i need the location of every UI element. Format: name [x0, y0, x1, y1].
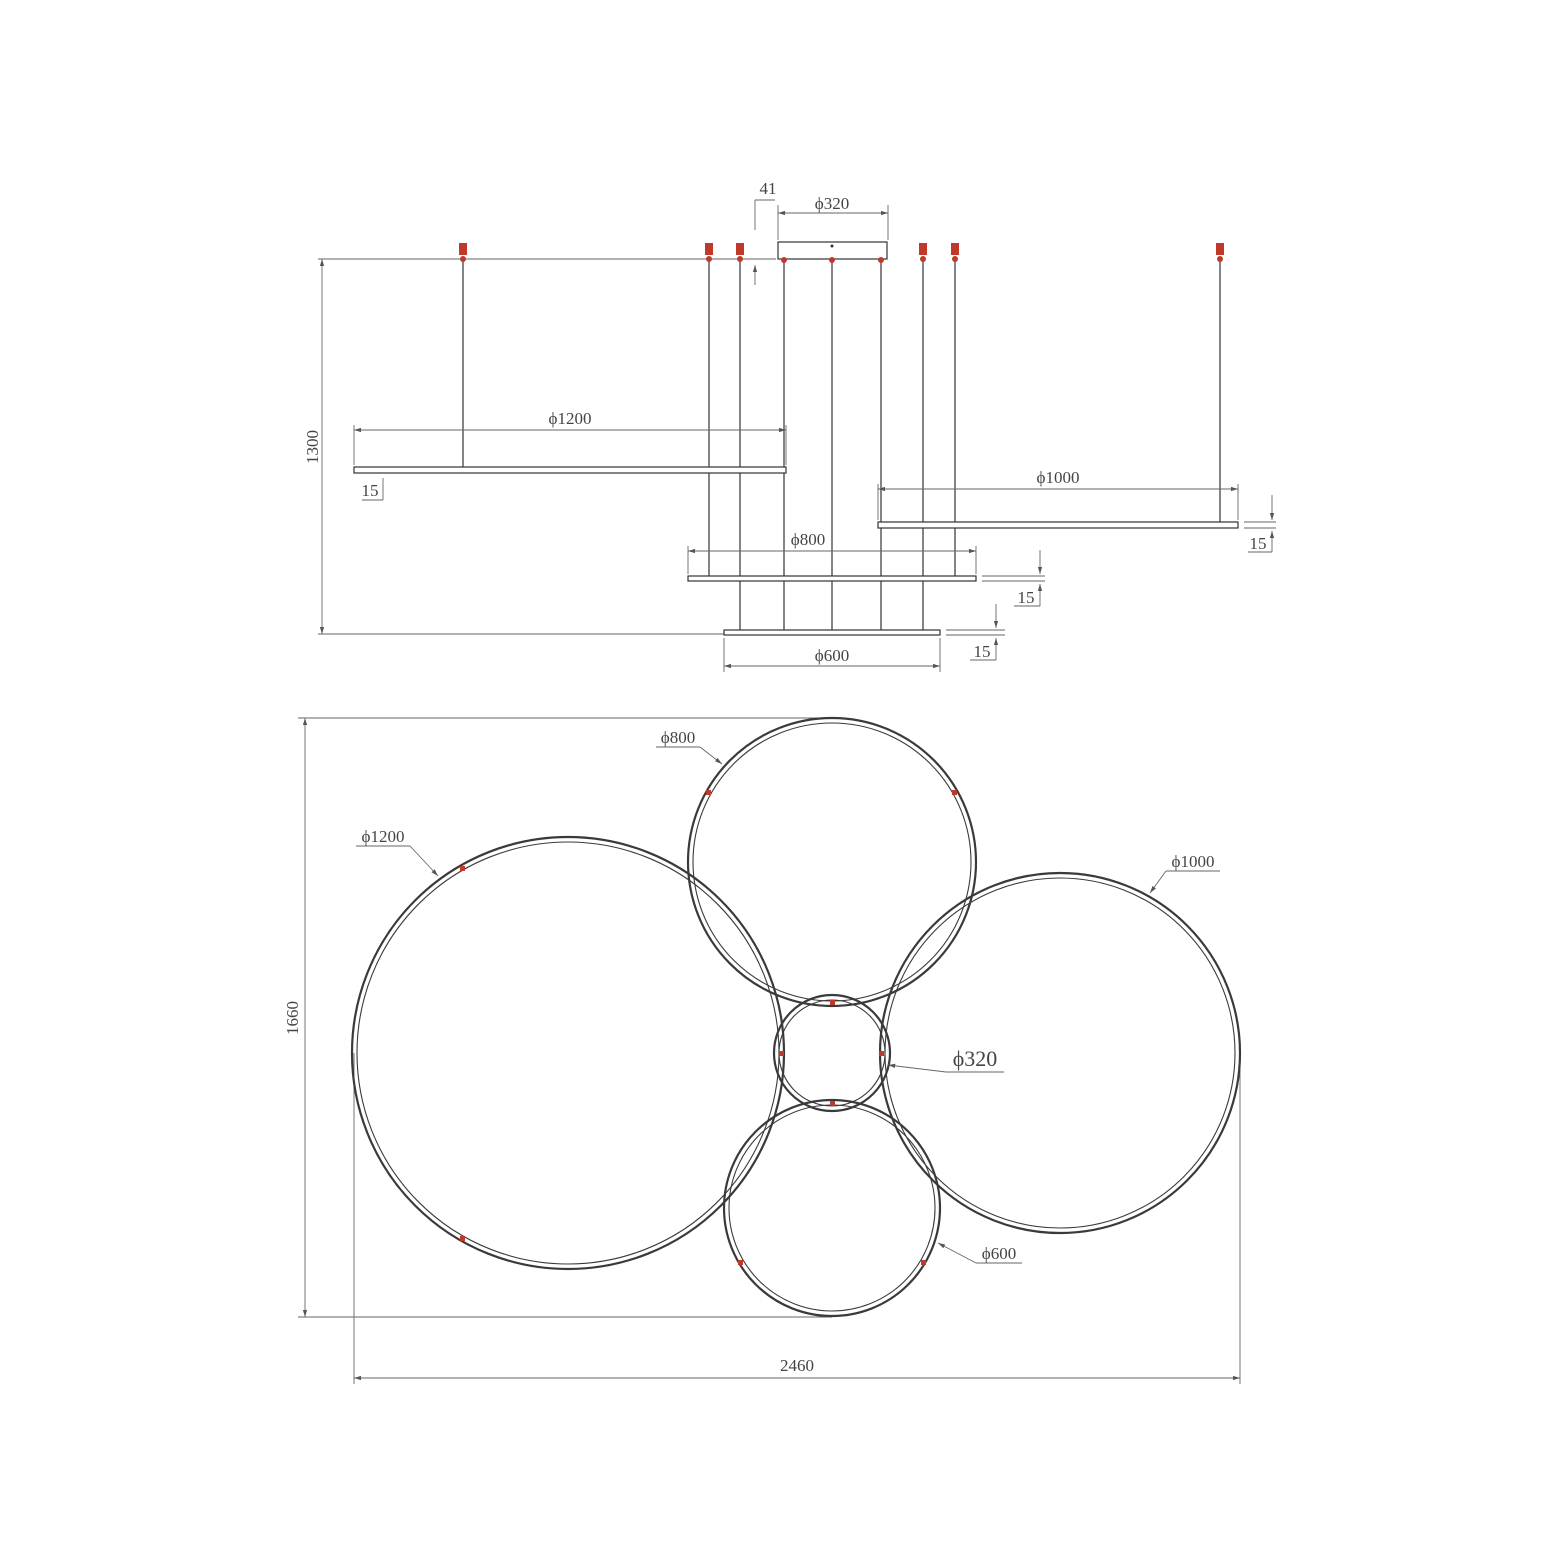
attachment-point-icon [460, 1236, 465, 1241]
attachment-point-icon [921, 1260, 926, 1265]
thickness-600-label: 15 [974, 642, 991, 661]
attachment-points [460, 790, 957, 1265]
ring-600-top-label: ϕ600 [982, 1244, 1016, 1263]
ring-600-side: ϕ600 15 [723, 604, 1005, 672]
attachment-point-icon [738, 1260, 743, 1265]
side-view: ϕ320 41 1300 [303, 179, 1276, 672]
attachment-point-icon [830, 1101, 835, 1106]
overall-height-label: 1300 [303, 430, 322, 464]
top-view: 1660 2460 [283, 716, 1242, 1384]
ceiling-clip-icon [705, 243, 713, 262]
canopy [777, 241, 888, 260]
ceiling-clip-icon [878, 257, 884, 263]
canopy-gap-dimension: 41 [745, 179, 777, 285]
canopy-diameter-dimension: ϕ320 [777, 194, 889, 240]
overall-height-dimension: 1300 [303, 259, 724, 635]
leader-1000: ϕ1000 [1149, 852, 1220, 894]
ring-320-top [772, 993, 892, 1113]
ring-1200-top-label: ϕ1200 [362, 827, 405, 846]
ceiling-clip-icon [951, 243, 959, 262]
ring-320-top-label: ϕ320 [953, 1046, 998, 1071]
overall-width-label: 2460 [780, 1356, 814, 1375]
thickness-1000-label: 15 [1250, 534, 1267, 553]
ceiling-clip-icon [459, 243, 467, 262]
ring-800-top [686, 716, 978, 1008]
attachment-point-icon [706, 790, 711, 795]
attachment-point-icon [952, 790, 957, 795]
ring-800-top-label: ϕ800 [661, 728, 695, 747]
canopy-gap-label: 41 [760, 179, 777, 198]
thickness-1200-label: 15 [362, 481, 379, 500]
ring-600-side-label: ϕ600 [815, 646, 849, 665]
ring-800-side-label: ϕ800 [791, 530, 825, 549]
leader-320: ϕ320 [887, 1046, 1004, 1073]
ceiling-clips [459, 243, 1224, 263]
ring-1200-side-label: ϕ1200 [549, 409, 592, 428]
ceiling-clip-icon [736, 243, 744, 262]
leader-600: ϕ600 [937, 1242, 1022, 1264]
ceiling-clip-icon [919, 243, 927, 262]
ring-1000-side: ϕ1000 15 [877, 468, 1276, 553]
attachment-point-icon [879, 1051, 884, 1056]
ring-600-top [722, 1098, 942, 1318]
attachment-point-icon [830, 1000, 835, 1005]
overall-depth-label: 1660 [283, 1001, 302, 1035]
overall-depth-dimension: 1660 [283, 717, 832, 1318]
attachment-point-icon [460, 866, 465, 871]
leader-800: ϕ800 [656, 728, 723, 765]
ring-1000-side-label: ϕ1000 [1037, 468, 1080, 487]
ring-800-side: ϕ800 15 [687, 530, 1045, 607]
overall-width-dimension: 2460 [353, 1053, 1241, 1384]
canopy-diameter-label: ϕ320 [815, 194, 849, 213]
leader-1200: ϕ1200 [356, 827, 439, 877]
ring-1200-top [350, 835, 786, 1271]
ring-1200-side: ϕ1200 15 [353, 409, 787, 501]
ring-1000-top [878, 871, 1242, 1235]
suspension-wires [462, 259, 1221, 630]
thickness-800-label: 15 [1018, 588, 1035, 607]
ceiling-clip-icon [781, 257, 787, 263]
canopy-center-mark [830, 244, 834, 248]
attachment-point-icon [779, 1051, 784, 1056]
ceiling-clip-icon [1216, 243, 1224, 262]
ring-1000-top-label: ϕ1000 [1172, 852, 1215, 871]
ceiling-clip-icon [829, 257, 835, 263]
